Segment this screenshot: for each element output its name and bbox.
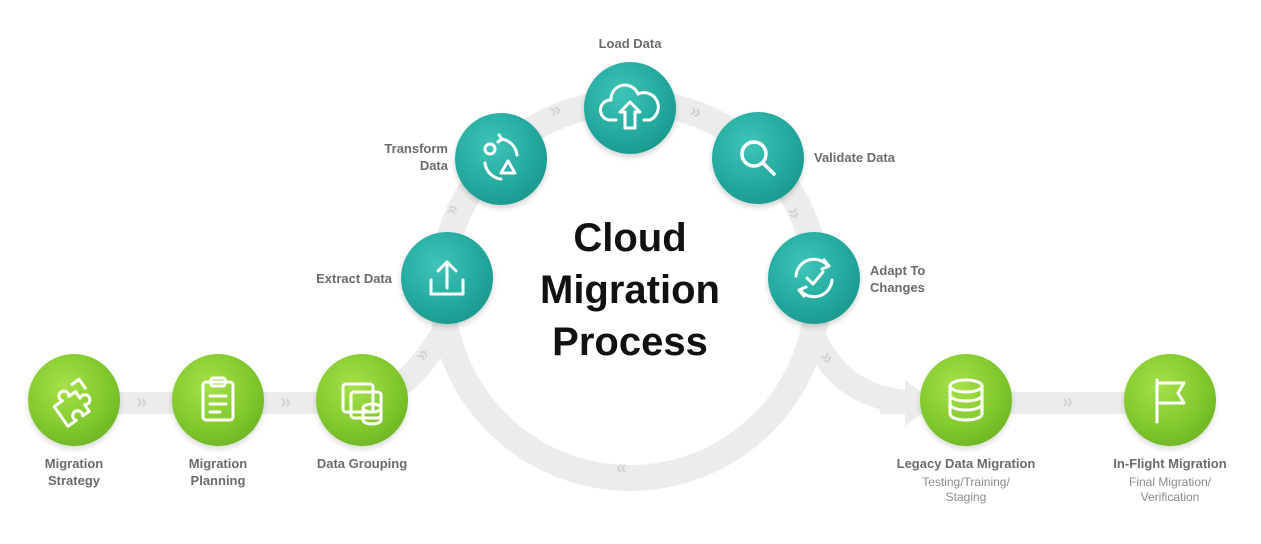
step-sublabel-line: Staging [945,490,987,504]
title-line: Cloud [573,216,687,260]
upload-tray-icon [429,260,465,296]
step-label-line: Strategy [47,473,101,488]
step-load-data [584,62,676,154]
step-in-flight-migration [1124,354,1216,446]
magnifier-icon [740,140,776,176]
step-migration-planning [172,354,264,446]
chevron-icon: » [620,458,628,480]
title-line: Migration [540,268,720,312]
step-adapt-to-changes [768,232,860,324]
step-data-grouping [316,354,408,446]
step-label-line: Data [419,158,448,173]
step-label: Adapt To Changes [870,262,970,296]
step-label: Extract Data [316,271,392,286]
step-label-line: Migration [44,456,104,471]
chevron-icon: » [136,391,147,413]
step-migration-strategy [28,354,120,446]
chevron-icon: » [1062,391,1073,413]
step-label-line: Adapt To [870,263,926,278]
step-label: Load Data [598,36,662,51]
step-label-line: Migration [188,456,248,471]
step-label-line: Changes [870,280,925,295]
refresh-check-icon [794,257,834,299]
step-sublabel: Final Migration/ Verification [1094,475,1246,505]
step-legacy-data-migration [920,354,1012,446]
step-label: Transform Data [340,140,448,174]
step-transform-data [455,113,547,205]
step-sublabel-line: Verification [1140,490,1200,504]
step-label: Migration Planning [164,455,272,489]
database-icon [948,378,984,422]
step-validate-data [712,112,804,204]
step-label: In-Flight Migration [1113,456,1227,471]
step-label-line: Planning [190,473,246,488]
step-sublabel: Testing/Training/ Staging [880,475,1052,505]
step-sublabel-line: Final Migration/ [1128,475,1212,489]
chevron-icon: » [280,391,291,413]
step-label: Migration Strategy [20,455,128,489]
step-label: Data Grouping [316,456,408,471]
transform-cycle-icon [483,133,519,181]
step-label: Legacy Data Migration [896,456,1036,471]
flag-icon [1155,378,1186,424]
puzzle-icon [52,377,92,428]
cloud-upload-icon [599,83,660,130]
clipboard-icon [201,376,235,422]
step-label-line: Transform [384,141,448,156]
step-sublabel-line: Testing/Training/ [922,475,1010,489]
title-line: Process [552,320,708,364]
step-label: Validate Data [814,150,895,165]
diagram-title: Cloud Migration Process [515,212,745,368]
step-extract-data [401,232,493,324]
data-group-icon [341,382,383,426]
right-connector [799,324,907,414]
